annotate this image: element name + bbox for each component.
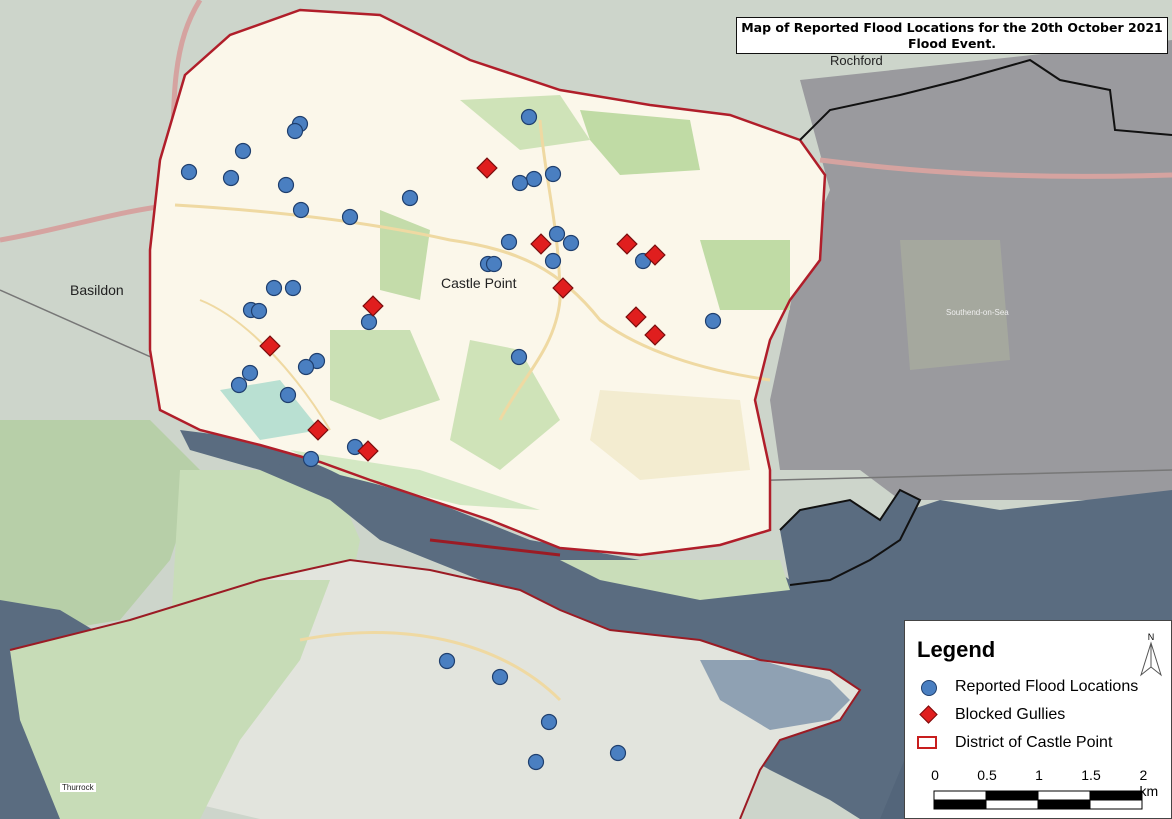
flood-location-marker[interactable] — [491, 668, 509, 686]
district-outline-icon — [917, 733, 939, 753]
flood-location-marker[interactable] — [500, 233, 518, 251]
scale-tick-0: 0 — [931, 767, 939, 783]
legend-label-gullies: Blocked Gullies — [955, 706, 1066, 723]
flood-location-marker[interactable] — [540, 713, 558, 731]
flood-location-marker[interactable] — [292, 201, 310, 219]
flood-location-marker[interactable] — [302, 450, 320, 468]
flood-location-marker[interactable] — [279, 386, 297, 404]
blocked-gully-marker[interactable] — [625, 306, 647, 328]
flood-location-marker[interactable] — [544, 165, 562, 183]
flood-location-marker[interactable] — [510, 348, 528, 366]
scale-tick-3: 1.5 — [1081, 767, 1101, 783]
flood-location-marker[interactable] — [180, 163, 198, 181]
flood-location-marker[interactable] — [286, 122, 304, 140]
title-line-1: Map of Reported Flood Locations for the … — [741, 20, 1163, 35]
flood-location-marker[interactable] — [562, 234, 580, 252]
flood-location-marker[interactable] — [222, 169, 240, 187]
blocked-gully-marker[interactable] — [552, 277, 574, 299]
blocked-gully-marker[interactable] — [644, 244, 666, 266]
label-thurrock: Thurrock — [60, 783, 96, 792]
flood-location-marker[interactable] — [548, 225, 566, 243]
legend-item-district: District of Castle Point — [917, 733, 1112, 753]
blocked-gully-marker[interactable] — [362, 295, 384, 317]
red-diamond-icon — [917, 705, 939, 725]
label-southend: Southend-on-Sea — [946, 308, 1009, 317]
flood-location-marker[interactable] — [544, 252, 562, 270]
legend-item-flood: Reported Flood Locations — [917, 677, 1138, 697]
blocked-gully-marker[interactable] — [644, 324, 666, 346]
flood-location-marker[interactable] — [265, 279, 283, 297]
blue-circle-icon — [917, 677, 939, 697]
legend: Legend N Reported Flood Locations Blocke… — [904, 620, 1172, 819]
label-castle-point: Castle Point — [441, 275, 517, 291]
legend-label-district: District of Castle Point — [955, 734, 1113, 751]
blocked-gully-marker[interactable] — [476, 157, 498, 179]
north-arrow-icon: N — [1140, 632, 1162, 677]
legend-title: Legend — [917, 637, 996, 662]
flood-location-marker[interactable] — [401, 189, 419, 207]
flood-location-marker[interactable] — [360, 313, 378, 331]
scale-tick-2: 1 — [1035, 767, 1043, 783]
blocked-gully-marker[interactable] — [307, 419, 329, 441]
flood-location-marker[interactable] — [520, 108, 538, 126]
flood-location-marker[interactable] — [609, 744, 627, 762]
flood-location-marker[interactable] — [525, 170, 543, 188]
flood-location-marker[interactable] — [241, 364, 259, 382]
title-line-2: Flood Event. — [907, 36, 997, 51]
label-basildon: Basildon — [70, 282, 124, 298]
scale-tick-1: 0.5 — [977, 767, 997, 783]
label-rochford: Rochford — [830, 53, 883, 68]
scale-bar — [933, 790, 1143, 810]
blocked-gully-marker[interactable] — [357, 440, 379, 462]
flood-location-marker[interactable] — [485, 255, 503, 273]
blocked-gully-marker[interactable] — [259, 335, 281, 357]
flood-location-marker[interactable] — [234, 142, 252, 160]
scale-tick-4: 2 km — [1139, 767, 1159, 799]
north-label: N — [1148, 632, 1155, 642]
flood-location-marker[interactable] — [297, 358, 315, 376]
flood-location-marker[interactable] — [511, 174, 529, 192]
legend-item-gullies: Blocked Gullies — [917, 705, 1065, 725]
flood-location-marker[interactable] — [438, 652, 456, 670]
legend-label-flood: Reported Flood Locations — [955, 678, 1139, 695]
flood-location-marker[interactable] — [704, 312, 722, 330]
flood-location-marker[interactable] — [230, 376, 248, 394]
blocked-gully-marker[interactable] — [530, 233, 552, 255]
flood-location-marker[interactable] — [527, 753, 545, 771]
flood-location-marker[interactable] — [277, 176, 295, 194]
map-title: Map of Reported Flood Locations for the … — [736, 17, 1168, 54]
flood-location-marker[interactable] — [341, 208, 359, 226]
blocked-gully-marker[interactable] — [616, 233, 638, 255]
flood-location-marker[interactable] — [250, 302, 268, 320]
flood-location-marker[interactable] — [284, 279, 302, 297]
